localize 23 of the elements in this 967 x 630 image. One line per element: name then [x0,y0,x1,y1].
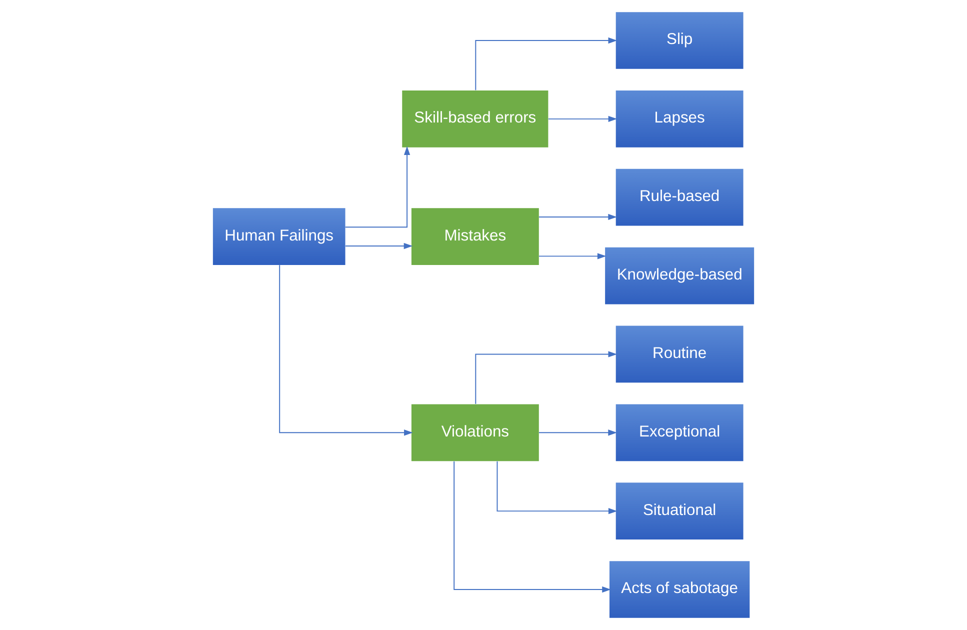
arrow [475,351,618,404]
arrow [538,430,617,436]
arrow [279,264,413,436]
arrow [454,460,611,593]
arrow [344,146,410,228]
arrow [475,37,618,91]
node-box: Exceptional [616,404,744,462]
node-box: Acts of sabotage [609,561,750,618]
node-box: Knowledge-based [605,247,754,304]
node-box: Mistakes [411,208,539,265]
arrow [344,242,413,250]
node-box: Lapses [616,90,744,148]
arrow [496,460,618,514]
node-box: Skill-based errors [402,90,548,148]
node-box: Routine [616,326,744,383]
arrow [548,116,618,122]
node-box: Human Failings [212,208,346,265]
node-box: Violations [411,404,539,462]
node-box: Rule-based [616,168,744,226]
node-box: Slip [616,12,744,69]
arrow [538,253,606,260]
node-box: Situational [616,482,744,540]
arrow [538,214,617,220]
